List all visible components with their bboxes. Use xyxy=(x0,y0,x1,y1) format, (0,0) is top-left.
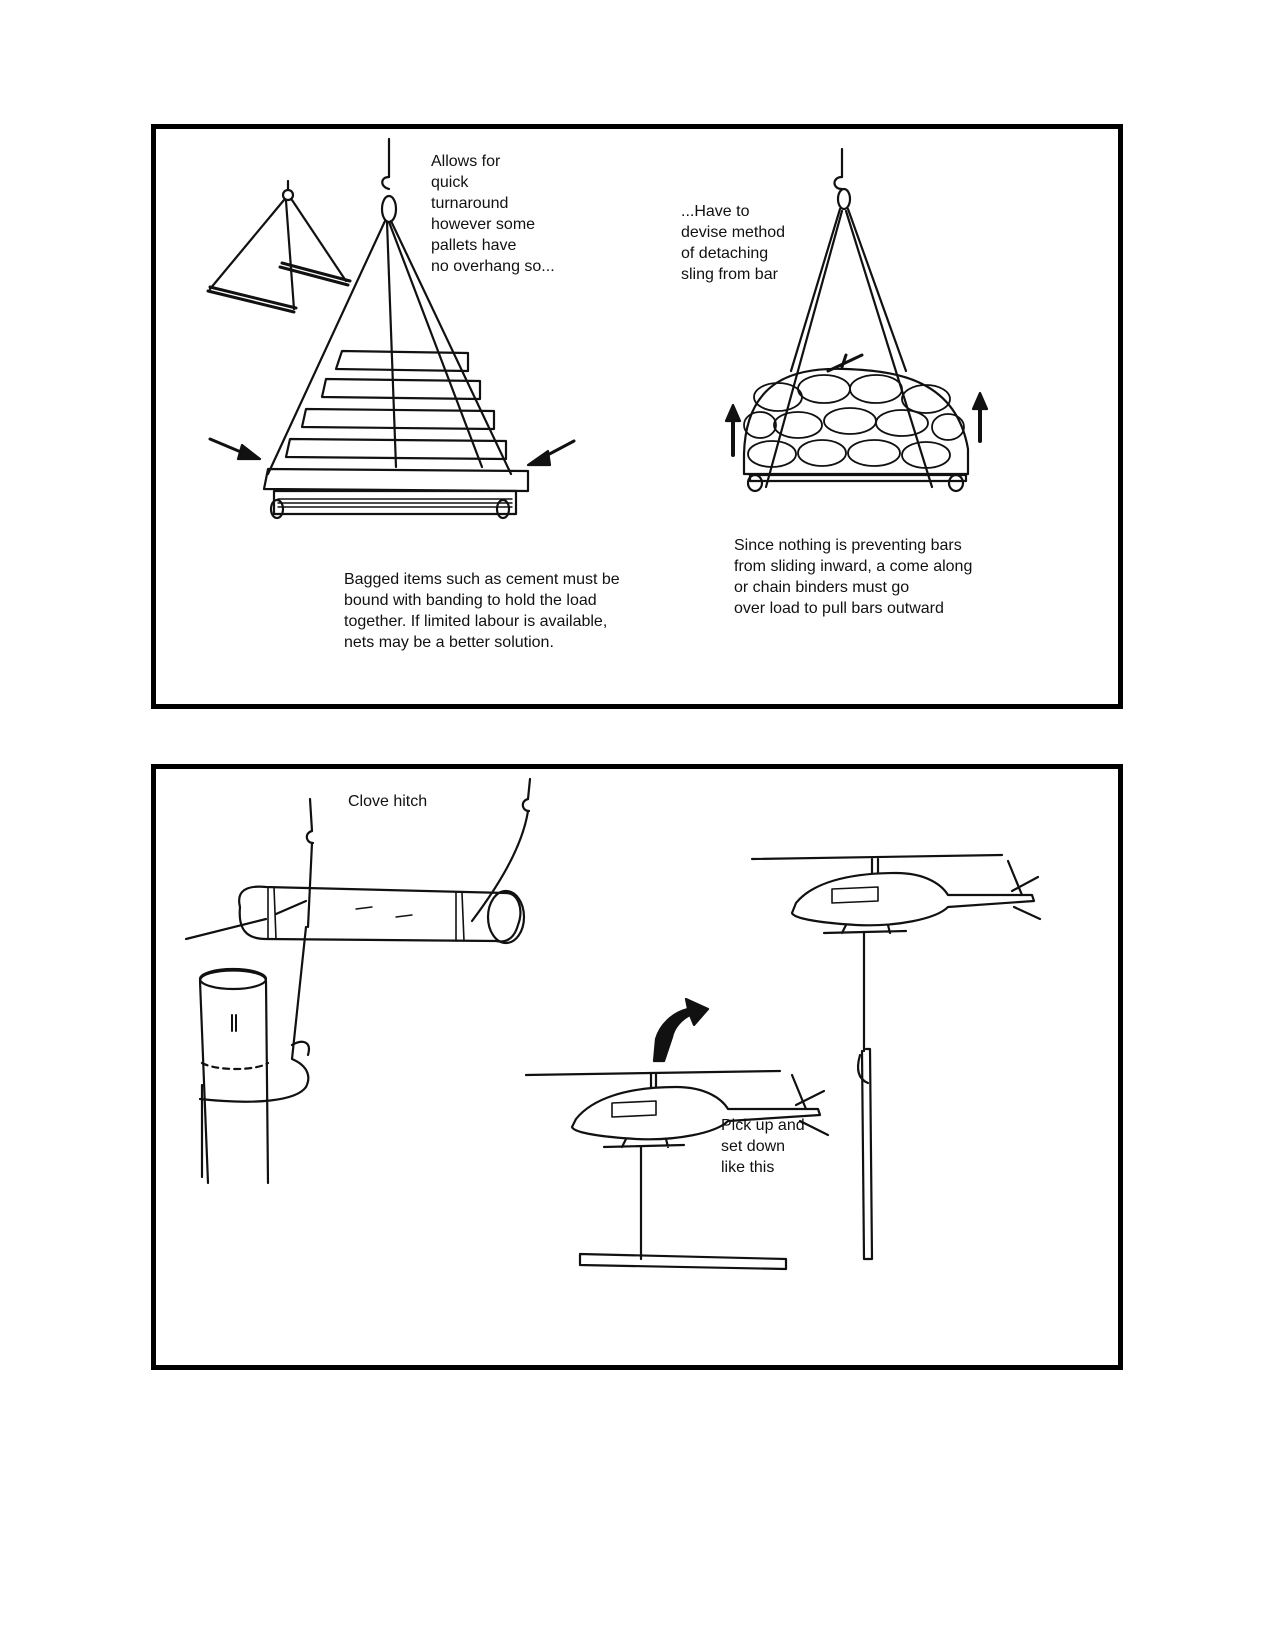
upward-arrow-icons xyxy=(724,391,989,457)
helicopter-vertical-load-drawing xyxy=(750,853,1042,1261)
log-drawing xyxy=(184,777,532,945)
note-bars-sliding: Since nothing is preventing bars from sl… xyxy=(734,537,973,617)
pallet-sling-illustration xyxy=(206,137,989,520)
helicopter-horizontal-load-drawing xyxy=(524,1069,830,1271)
log-pole-illustration xyxy=(184,777,1042,1271)
lift-arrow-icon xyxy=(652,997,710,1063)
netted-load-drawing xyxy=(742,147,970,493)
panel-pallet-slings: Allows for quick turnaround however some… xyxy=(151,124,1123,709)
note-detaching-sling: ...Have to devise method of detaching sl… xyxy=(681,203,786,283)
pallet-with-bars-drawing xyxy=(262,137,530,520)
panel-log-pole-lift: Clove hitch Pick up and set down like th… xyxy=(151,764,1123,1370)
note-quick-turnaround: Allows for quick turnaround however some… xyxy=(431,153,555,275)
note-pick-up: Pick up and set down like this xyxy=(721,1117,805,1176)
note-clove-hitch: Clove hitch xyxy=(348,793,428,810)
spreader-bar-sling-drawing xyxy=(206,179,352,314)
note-bagged-items: Bagged items such as cement must be boun… xyxy=(344,571,620,651)
inward-arrow-icons xyxy=(208,437,576,467)
post-drawing xyxy=(198,925,310,1185)
